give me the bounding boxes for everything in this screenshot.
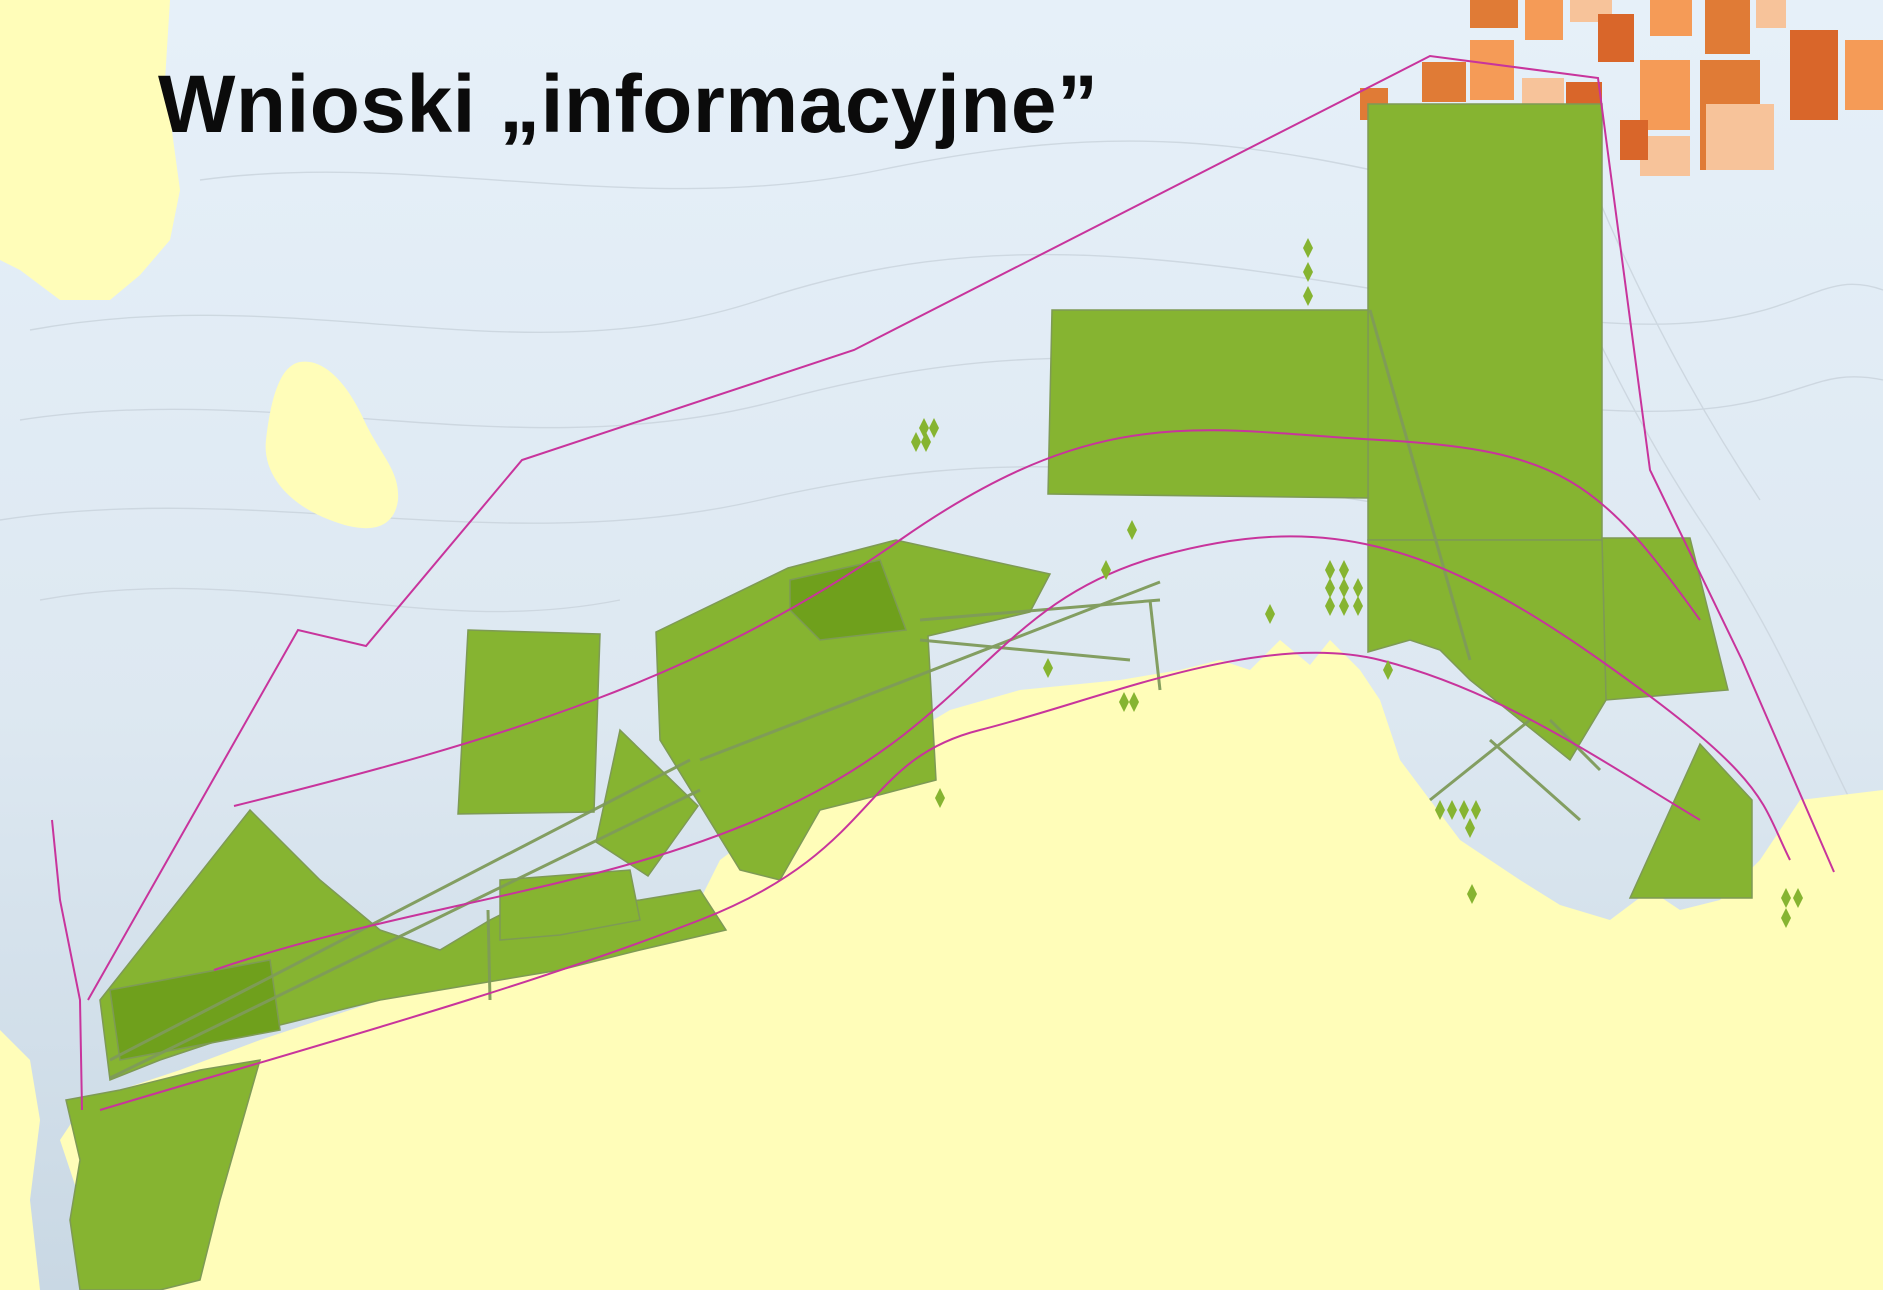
island <box>265 361 399 529</box>
diamond-marker-icon <box>1793 888 1803 908</box>
diamond-marker-icon <box>1339 596 1349 616</box>
slide-title: Wnioski „informacyjne” <box>158 59 1099 150</box>
zone-northeast-large <box>1367 103 1603 541</box>
diamond-marker-icon <box>1447 800 1457 820</box>
diamond-marker-icon <box>1119 692 1129 712</box>
diamond-marker-icon <box>1465 818 1475 838</box>
southwest-coast <box>0 1030 40 1290</box>
boundary-lines <box>51 54 1835 1111</box>
diamond-marker-icon <box>929 418 939 438</box>
zone-north-left <box>1047 309 1369 499</box>
left-edge-boundary <box>51 819 83 1111</box>
diamond-marker-icon <box>1471 800 1481 820</box>
diamond-marker-icon <box>1303 238 1313 258</box>
diamond-marker-icon <box>1325 596 1335 616</box>
diamond-marker-icon <box>921 432 931 452</box>
bathymetry-contours <box>0 99 1883 821</box>
territorial-line-outer <box>233 429 1701 807</box>
diamond-marker-icon <box>1339 560 1349 580</box>
diamond-marker-icon <box>1781 908 1791 928</box>
diamond-marker-icon <box>1129 692 1139 712</box>
diamond-marker-icon <box>1467 884 1477 904</box>
diamond-marker-icon <box>1353 578 1363 598</box>
diamond-marker-icon <box>911 432 921 452</box>
zone-central-square <box>457 629 601 815</box>
diamond-marker-icon <box>1353 596 1363 616</box>
zone-coast-east <box>1367 539 1607 762</box>
diamond-markers <box>911 238 1803 928</box>
coastline-buffer <box>99 651 1701 1111</box>
diamond-marker-icon <box>1325 560 1335 580</box>
zone-southwest-bottom <box>65 1059 262 1290</box>
diamond-marker-icon <box>1127 520 1137 540</box>
territorial-line-inner <box>213 535 1791 971</box>
zone-east-triangle <box>1628 742 1753 899</box>
northwest-coast <box>0 0 180 300</box>
diamond-marker-icon <box>1383 660 1393 680</box>
diamond-marker-icon <box>1435 800 1445 820</box>
diamond-marker-icon <box>1781 888 1791 908</box>
diamond-marker-icon <box>1459 800 1469 820</box>
outer-boundary <box>87 54 1835 1001</box>
diamond-marker-icon <box>1339 578 1349 598</box>
diamond-marker-icon <box>935 788 945 808</box>
diamond-marker-icon <box>1043 658 1053 678</box>
decorative-mosaic <box>1360 0 1883 176</box>
diamond-marker-icon <box>1325 578 1335 598</box>
diamond-marker-icon <box>1101 560 1111 580</box>
diamond-marker-icon <box>1303 262 1313 282</box>
diamond-marker-icon <box>1303 286 1313 306</box>
zone-central-polygon <box>655 539 1052 881</box>
diamond-marker-icon <box>1265 604 1275 624</box>
corridors <box>109 309 1602 1080</box>
mainland <box>60 640 1883 1290</box>
